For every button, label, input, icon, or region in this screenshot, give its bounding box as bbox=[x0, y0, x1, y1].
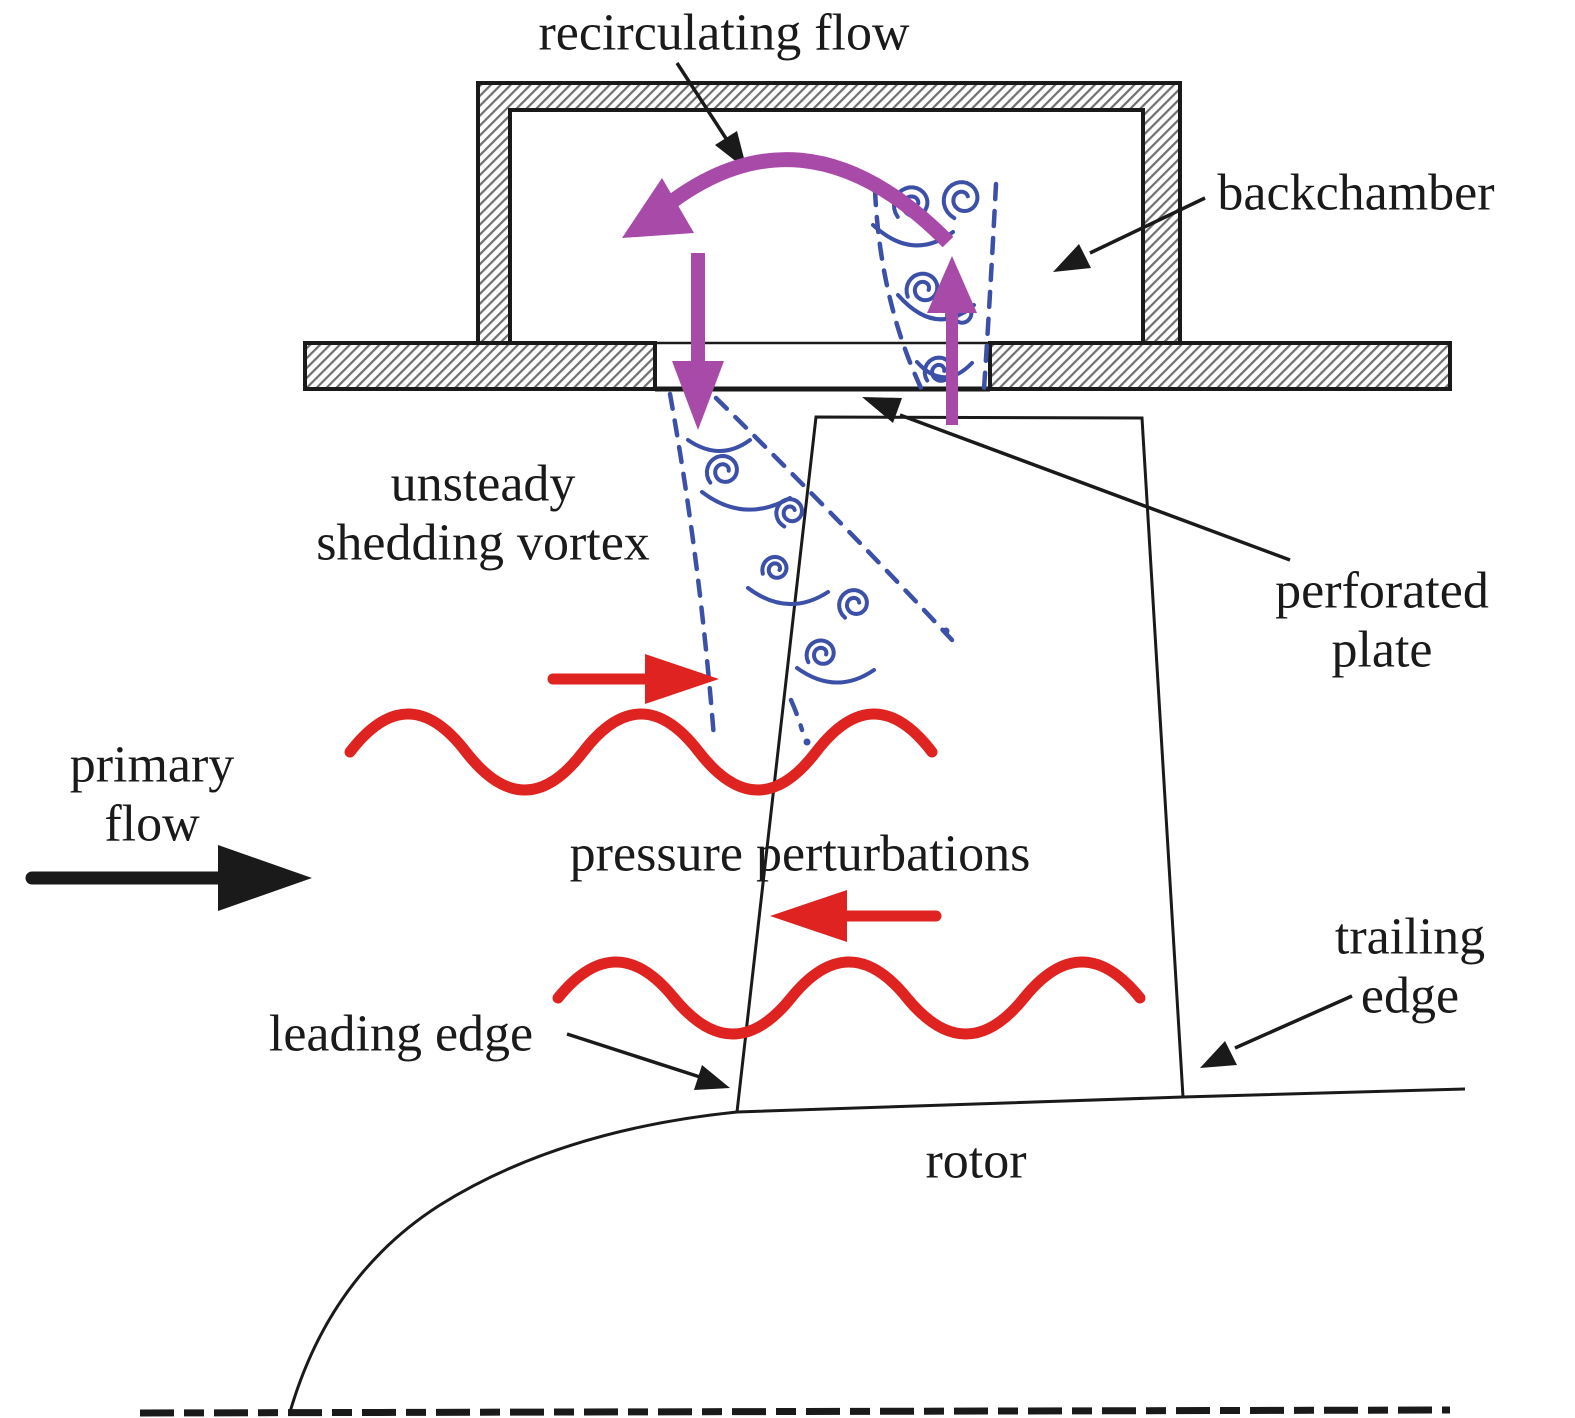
trailing-edge-pointer-arrowhead-icon bbox=[1200, 1041, 1237, 1068]
vortex-spiral bbox=[904, 271, 940, 303]
label-trailing-edge: trailing edge bbox=[1334, 908, 1486, 1024]
recirculating-flow-arrowhead-icon bbox=[622, 178, 694, 238]
pressure-wave-lower bbox=[552, 956, 1146, 1040]
vortex-spiral bbox=[837, 588, 869, 620]
vortex-spiral bbox=[804, 638, 836, 666]
vortex-arc bbox=[915, 360, 974, 380]
rotor-blade-outline bbox=[735, 415, 1185, 1113]
shedding-vortex-plume bbox=[667, 391, 955, 746]
perturbation-downstream-arrowhead-icon bbox=[645, 654, 719, 704]
recirculating-flow-arc bbox=[650, 152, 954, 248]
primary-flow-arrowhead-icon bbox=[218, 845, 312, 911]
vortex-spiral bbox=[941, 180, 980, 221]
recirculating-flow-pointer-line bbox=[675, 62, 729, 141]
vortex-plume-left-boundary bbox=[667, 391, 717, 741]
casing-plate-left bbox=[303, 341, 657, 391]
perturbation-upstream-arrowhead-icon bbox=[770, 890, 847, 942]
label-unsteady-shedding-vortex: unsteady shedding vortex bbox=[316, 455, 650, 571]
trailing-edge-pointer-line bbox=[1234, 994, 1353, 1050]
vortex-spiral bbox=[760, 554, 789, 580]
perforated-plate-pointer-line bbox=[899, 413, 1291, 562]
label-leading-edge: leading edge bbox=[268, 1005, 534, 1063]
rotor-geometry bbox=[139, 415, 1466, 1417]
recirculation-loop bbox=[622, 152, 977, 430]
label-backchamber: backchamber bbox=[1217, 164, 1495, 222]
pressure-perturbation-waves bbox=[344, 654, 1146, 1040]
chamber-vortex-right-boundary bbox=[981, 181, 999, 392]
vortex-spiral bbox=[774, 497, 805, 529]
label-pressure-perturbations: pressure perturbations bbox=[569, 825, 1031, 883]
backchamber-pointer-arrowhead-icon bbox=[1053, 244, 1091, 272]
label-primary-flow: primary flow bbox=[69, 736, 235, 852]
recirculation-down-arrowhead-icon bbox=[672, 361, 724, 430]
backchamber-walls bbox=[476, 81, 1182, 345]
vortex-plume-tail-dash bbox=[788, 697, 805, 733]
vortex-spiral bbox=[704, 453, 739, 485]
centerline bbox=[139, 1406, 1451, 1417]
pressure-wave-upper bbox=[344, 708, 938, 796]
vortex-spiral bbox=[922, 355, 954, 383]
primary-flow-arrow bbox=[25, 845, 312, 911]
casing-plate-right bbox=[988, 341, 1452, 391]
vortex-arc bbox=[746, 586, 830, 606]
backchamber-vortex-plume bbox=[871, 180, 999, 392]
hub-line bbox=[736, 1087, 1466, 1114]
vortex-dot bbox=[942, 627, 950, 635]
backchamber-pointer-line bbox=[1089, 196, 1206, 255]
recirculation-up-arrowhead-icon bbox=[927, 256, 977, 313]
hub-curve bbox=[288, 1110, 738, 1413]
vortex-dot bbox=[803, 738, 811, 746]
perforated-plate-pointer-arrowhead-icon bbox=[862, 397, 902, 423]
vortex-arc bbox=[795, 666, 876, 685]
chamber-vortex-left-boundary bbox=[872, 187, 924, 391]
backchamber-structure bbox=[303, 81, 1452, 392]
label-recirculating-flow: recirculating flow bbox=[538, 4, 910, 62]
vortex-plume-right-boundary bbox=[713, 395, 955, 643]
leading-edge-pointer-arrowhead-icon bbox=[694, 1065, 730, 1090]
vortex-arc bbox=[686, 438, 752, 453]
label-perforated-plate: perforated plate bbox=[1275, 562, 1489, 678]
label-rotor: rotor bbox=[925, 1132, 1027, 1190]
leading-edge-pointer-line bbox=[566, 1032, 701, 1079]
